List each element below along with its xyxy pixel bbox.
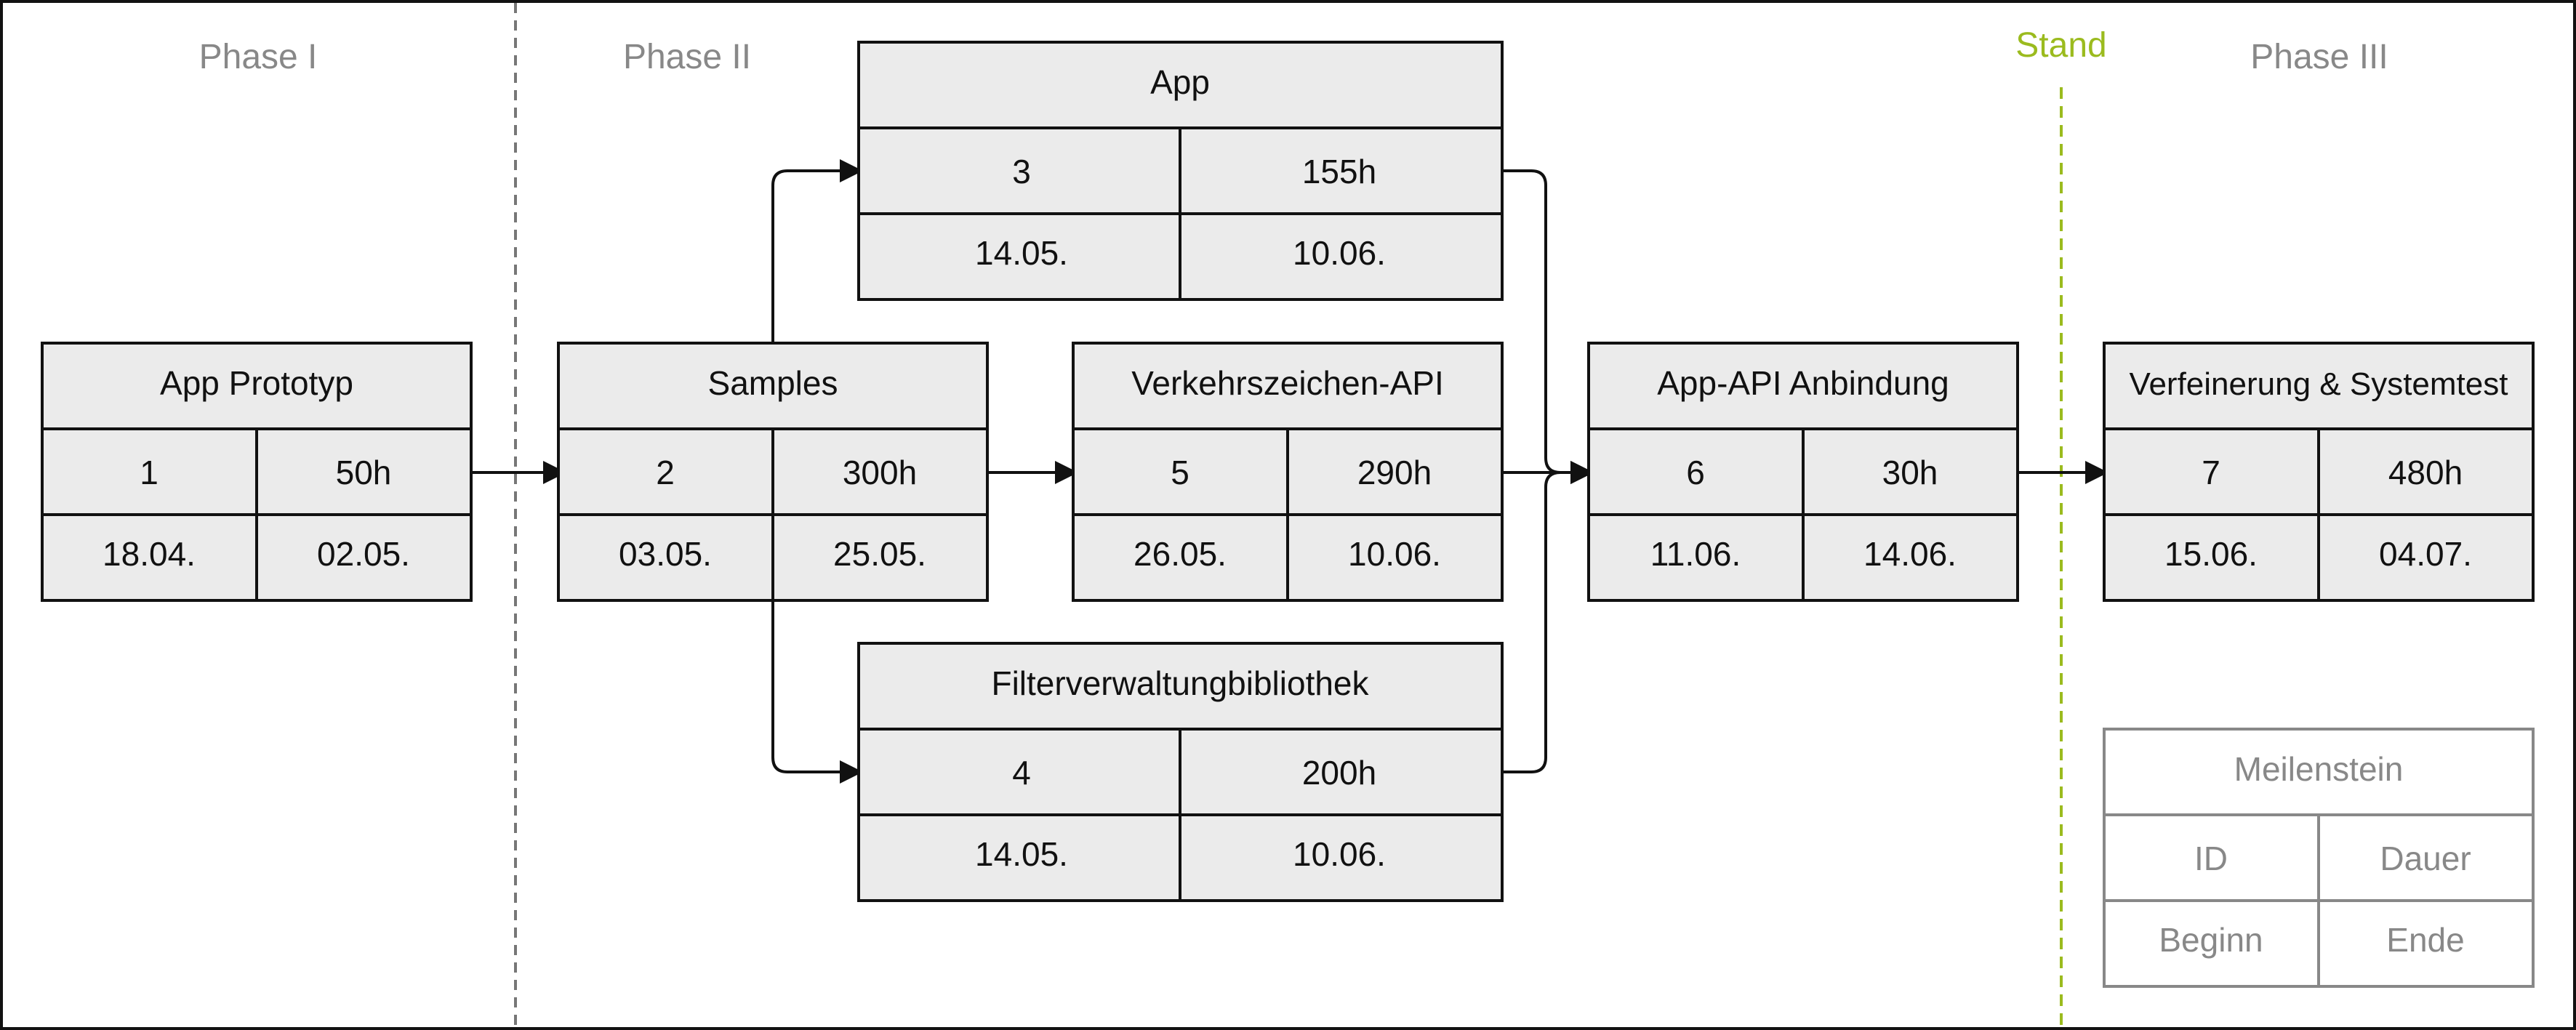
node-duration: 200h <box>1302 754 1376 792</box>
milestone-node-6: App-API Anbindung 6 30h 11.06. 14.06. <box>1587 342 2019 602</box>
legend-box: Meilenstein ID Dauer Beginn Ende <box>2103 728 2535 988</box>
node-id: 7 <box>2202 454 2220 491</box>
milestone-node-1: App Prototyp 1 50h 18.04. 02.05. <box>41 342 473 602</box>
node-duration: 480h <box>2388 454 2463 491</box>
milestone-node-3: App 3 155h 14.05. 10.06. <box>857 41 1504 301</box>
edge-3-6 <box>1502 169 1594 484</box>
node-duration: 155h <box>1302 153 1376 190</box>
node-start: 18.04. <box>103 535 196 573</box>
node-title: Filterverwaltungbibliothek <box>991 664 1369 702</box>
node-id: 1 <box>140 454 159 491</box>
node-duration: 50h <box>336 454 392 491</box>
node-duration: 290h <box>1357 454 1432 491</box>
node-id: 2 <box>656 454 675 491</box>
node-start: 14.05. <box>975 835 1068 873</box>
node-end: 02.05. <box>317 535 410 573</box>
node-start: 15.06. <box>2164 535 2258 573</box>
node-end: 10.06. <box>1348 535 1441 573</box>
node-start: 14.05. <box>975 234 1068 272</box>
node-end: 04.07. <box>2379 535 2472 573</box>
legend-duration: Dauer <box>2380 840 2471 877</box>
node-duration: 300h <box>843 454 917 491</box>
node-title: Verkehrszeichen-API <box>1131 364 1444 402</box>
legend-end: Ende <box>2386 921 2464 959</box>
node-title: App <box>1150 63 1210 101</box>
node-id: 3 <box>1012 153 1031 190</box>
legend-id: ID <box>2194 840 2228 877</box>
legend-start: Beginn <box>2159 921 2263 959</box>
node-duration: 30h <box>1882 454 1938 491</box>
node-end: 14.06. <box>1863 535 1957 573</box>
node-end: 10.06. <box>1293 234 1386 272</box>
node-title: Samples <box>708 364 838 402</box>
node-title: Verfeinerung & Systemtest <box>2130 366 2508 402</box>
phase-label-2: Phase II <box>623 38 751 76</box>
node-end: 25.05. <box>833 535 926 573</box>
legend-title: Meilenstein <box>2234 750 2404 788</box>
phase-label-1: Phase I <box>199 38 318 76</box>
node-start: 26.05. <box>1133 535 1227 573</box>
node-id: 6 <box>1686 454 1705 491</box>
milestone-node-2: Samples 2 300h 03.05. 25.05. <box>557 342 989 602</box>
node-start: 03.05. <box>619 535 712 573</box>
milestone-node-5: Verkehrszeichen-API 5 290h 26.05. 10.06. <box>1072 342 1504 602</box>
milestone-node-7: Verfeinerung & Systemtest 7 480h 15.06. … <box>2103 342 2535 602</box>
edge-2-3 <box>771 159 863 343</box>
edge-2-4 <box>771 600 863 784</box>
node-id: 4 <box>1012 754 1031 792</box>
node-title: App-API Anbindung <box>1657 364 1949 402</box>
node-title: App Prototyp <box>160 364 353 402</box>
node-start: 11.06. <box>1650 535 1741 573</box>
phase-label-3: Phase III <box>2250 38 2388 76</box>
status-label: Stand <box>2015 26 2106 65</box>
node-id: 5 <box>1171 454 1189 491</box>
connectors <box>471 159 2108 784</box>
milestone-node-4: Filterverwaltungbibliothek 4 200h 14.05.… <box>857 642 1504 902</box>
node-end: 10.06. <box>1293 835 1386 873</box>
edge-4-6 <box>1502 461 1594 773</box>
